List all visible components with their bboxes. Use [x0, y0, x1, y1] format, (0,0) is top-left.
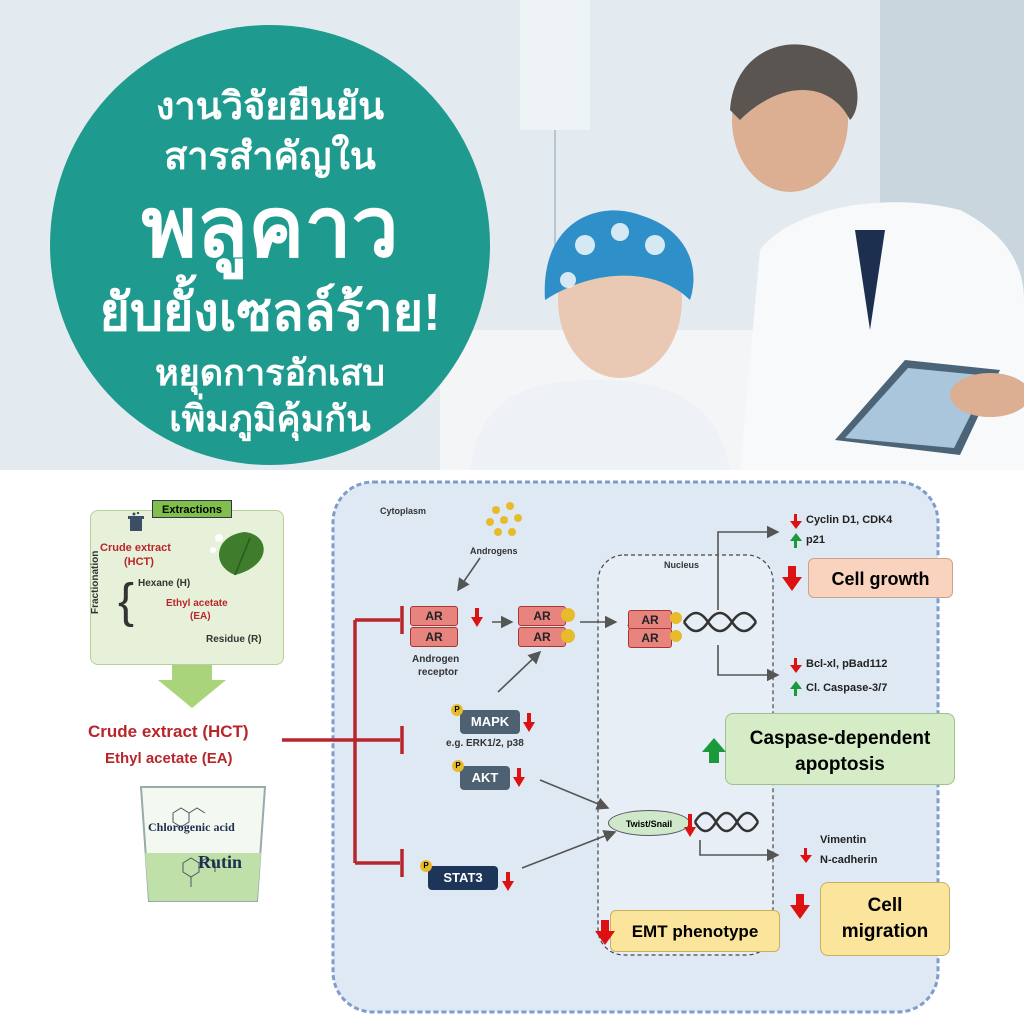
hero-banner: งานวิจัยยืนยัน สารสำคัญใน พลูคาว ยับยั้ง… — [0, 0, 1024, 470]
phospho-akt: P — [452, 760, 464, 772]
cell-growth-down-stem — [788, 566, 796, 578]
akt-down-stem — [517, 768, 521, 778]
fractionation-label: Fractionation — [90, 550, 101, 614]
cell-migration-label-2: migration — [841, 921, 929, 942]
cyclin-down-arrow — [790, 521, 802, 529]
residue-label: Residue (R) — [206, 634, 262, 645]
cell-migration-box: Cell migration — [820, 882, 950, 956]
cell-growth-label: Cell growth — [831, 569, 930, 589]
vimentin-down-arrow — [800, 855, 812, 863]
ar-down-arrow — [471, 617, 483, 627]
stat3-down-stem — [506, 872, 510, 882]
caspase-label: Cl. Caspase-3/7 — [806, 682, 888, 694]
emt-down-arrow — [595, 931, 615, 945]
crude-extract-label: Crude extract — [100, 542, 171, 554]
mapk-down-stem — [527, 713, 531, 723]
cell-migration-label-1: Cell — [867, 895, 903, 916]
ar-down-arrow-stem — [475, 608, 479, 618]
ar-receptor-bottom: AR — [410, 627, 458, 647]
migration-down-stem — [796, 894, 804, 906]
twist-down-stem — [688, 814, 692, 828]
plant-leaf-icon — [210, 532, 264, 576]
stat3-down-arrow — [502, 881, 514, 891]
extraction-title-text: Extractions — [162, 504, 222, 516]
mechanism-diagram: Extractions Crude extract (HCT) Fraction… — [0, 470, 1024, 1024]
cell-growth-box: Cell growth — [808, 558, 953, 598]
phospho-stat3: P — [420, 860, 432, 872]
androgens-label: Androgens — [470, 546, 518, 556]
ethyl-acetate-fraction-label: Ethyl acetate — [166, 598, 228, 609]
chlorogenic-acid-label: Chlorogenic acid — [148, 820, 235, 834]
mapk-examples: e.g. ERK1/2, p38 — [446, 738, 524, 749]
crude-extract-hct: Crude extract (HCT) — [88, 722, 249, 741]
ar-receptor-top: AR — [410, 606, 458, 626]
apoptosis-label-2: apoptosis — [795, 754, 885, 775]
bclxl-down-stem — [794, 658, 797, 666]
ar-nuclear-bottom: AR — [628, 628, 672, 648]
fraction-brace: { — [118, 575, 135, 628]
nucleus-label: Nucleus — [664, 560, 700, 570]
emt-phenotype-box: EMT phenotype — [610, 910, 780, 952]
cell-growth-down-arrow — [782, 577, 802, 591]
akt-down-arrow — [513, 777, 525, 787]
akt-label: AKT — [471, 770, 499, 785]
androgen-ligand-nuclear-icon — [670, 612, 682, 642]
migration-down-arrow — [790, 905, 810, 919]
mapk-label: MAPK — [470, 714, 510, 729]
ar-bound-bottom: AR — [518, 627, 566, 647]
twist-snail-label: Twist/Snail — [625, 819, 673, 829]
phospho-mapk: P — [451, 704, 463, 716]
mapk-box: MAPK — [460, 710, 520, 734]
cytoplasm-label: Cytoplasm — [380, 506, 427, 516]
ea-label: (EA) — [190, 611, 211, 622]
p21-label: p21 — [806, 534, 825, 546]
apoptosis-up-stem — [709, 751, 719, 763]
twist-snail-ellipse: Twist/Snail — [608, 810, 690, 836]
headline-line-5: หยุดการอักเสบ — [154, 352, 386, 393]
cyclin-label: Cyclin D1, CDK4 — [806, 514, 893, 526]
headline-line-3: พลูคาว — [141, 180, 399, 274]
p21-up-arrow — [790, 533, 802, 541]
p21-up-stem — [794, 540, 797, 548]
apoptosis-up-arrow — [702, 738, 726, 752]
beaker-icon — [128, 512, 144, 531]
rutin-label: Rutin — [198, 852, 243, 872]
headline-line-2: สารสำคัญใน — [164, 136, 376, 178]
stat3-box: STAT3 — [428, 866, 498, 890]
akt-box: AKT — [460, 766, 510, 790]
apoptosis-box: Caspase-dependent apoptosis — [725, 713, 955, 785]
twist-down-arrow — [684, 827, 696, 837]
androgen-receptor-label-1: Androgen — [412, 654, 460, 665]
headline-line-6: เพิ่มภูมิคุ้มกัน — [169, 398, 371, 439]
ar-nuclear-top: AR — [628, 610, 672, 630]
ethyl-acetate-ea: Ethyl acetate (EA) — [105, 750, 233, 767]
mapk-down-arrow — [523, 722, 535, 732]
vimentin-label: Vimentin — [820, 834, 867, 846]
beaker-with-compounds — [139, 786, 267, 902]
hct-label: (HCT) — [124, 556, 154, 568]
headline-badge: งานวิจัยยืนยัน สารสำคัญใน พลูคาว ยับยั้ง… — [50, 25, 490, 465]
bclxl-down-arrow — [790, 665, 802, 673]
stat3-label: STAT3 — [443, 870, 483, 885]
emt-phenotype-label: EMT phenotype — [631, 922, 759, 941]
caspase-up-stem — [794, 688, 797, 696]
vimentin-down-stem — [804, 848, 807, 856]
androgen-receptor-label-2: receptor — [418, 667, 459, 678]
apoptosis-label-1: Caspase-dependent — [749, 728, 931, 749]
hospital-scene-photo — [0, 0, 1024, 470]
emt-down-stem — [601, 920, 609, 932]
bclxl-label: Bcl-xl, pBad112 — [806, 658, 888, 670]
headline-line-1: งานวิจัยยืนยัน — [155, 86, 385, 128]
extraction-title: Extractions — [152, 500, 232, 518]
ar-bound-top: AR — [518, 606, 566, 626]
caspase-up-arrow — [790, 681, 802, 689]
ncadherin-label: N-cadherin — [820, 854, 878, 866]
hexane-label: Hexane (H) — [138, 578, 191, 589]
androgen-ligand-icon — [561, 608, 575, 643]
headline-line-4: ยับยั้งเซลล์ร้าย! — [99, 284, 441, 342]
cyclin-down-stem — [794, 514, 797, 522]
